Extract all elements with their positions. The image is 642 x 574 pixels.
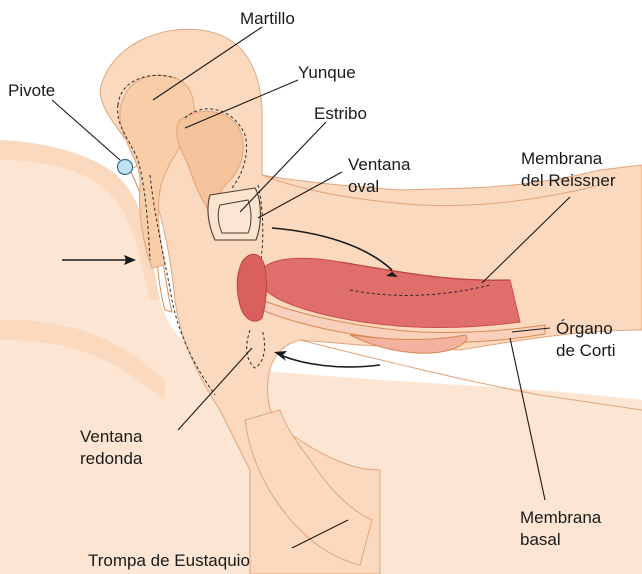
label-estribo: Estribo bbox=[314, 104, 367, 123]
label-organo-corti-1: Órgano bbox=[556, 319, 613, 338]
label-pivote: Pivote bbox=[8, 81, 55, 100]
label-martillo: Martillo bbox=[240, 9, 295, 28]
tympanic-flow-arrow bbox=[274, 351, 380, 367]
label-ventana-redonda-2: redonda bbox=[80, 449, 143, 468]
pivot-circle bbox=[118, 160, 133, 175]
label-trompa: Trompa de Eustaquio bbox=[88, 551, 250, 570]
label-ventana-oval-1: Ventana bbox=[348, 155, 411, 174]
label-membrana-reissner-2: del Reissner bbox=[521, 171, 616, 190]
label-membrana-basal-1: Membrana bbox=[520, 508, 602, 527]
label-organo-corti-2: de Corti bbox=[556, 341, 616, 360]
label-membrana-reissner-1: Membrana bbox=[521, 149, 603, 168]
label-ventana-oval-2: oval bbox=[348, 177, 379, 196]
label-ventana-redonda-1: Ventana bbox=[80, 427, 143, 446]
label-membrana-basal-2: basal bbox=[520, 530, 561, 549]
label-yunque: Yunque bbox=[298, 63, 356, 82]
